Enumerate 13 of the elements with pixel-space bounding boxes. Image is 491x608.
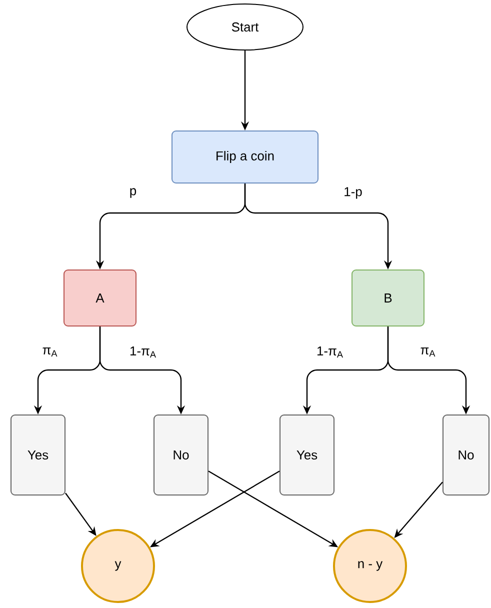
edge-label: π$_{A}$ (41, 346, 59, 358)
edge-label: 1-π$_{A}$ (316, 346, 344, 359)
edge-label: 1-p (342, 186, 364, 200)
process-box: Flip a coin (172, 130, 318, 184)
outcome-box: Yes (280, 414, 334, 496)
outcome-box: No (442, 414, 490, 496)
edge-label: 1-π$_{A}$ (128, 346, 158, 359)
process-box: B (352, 270, 424, 326)
outcome-box: Yes (10, 414, 66, 496)
edge-label: π$_{A}$ (419, 346, 437, 358)
process-box: A (64, 270, 136, 326)
edge-label: p (128, 187, 138, 199)
outcome-box: No (154, 414, 208, 496)
